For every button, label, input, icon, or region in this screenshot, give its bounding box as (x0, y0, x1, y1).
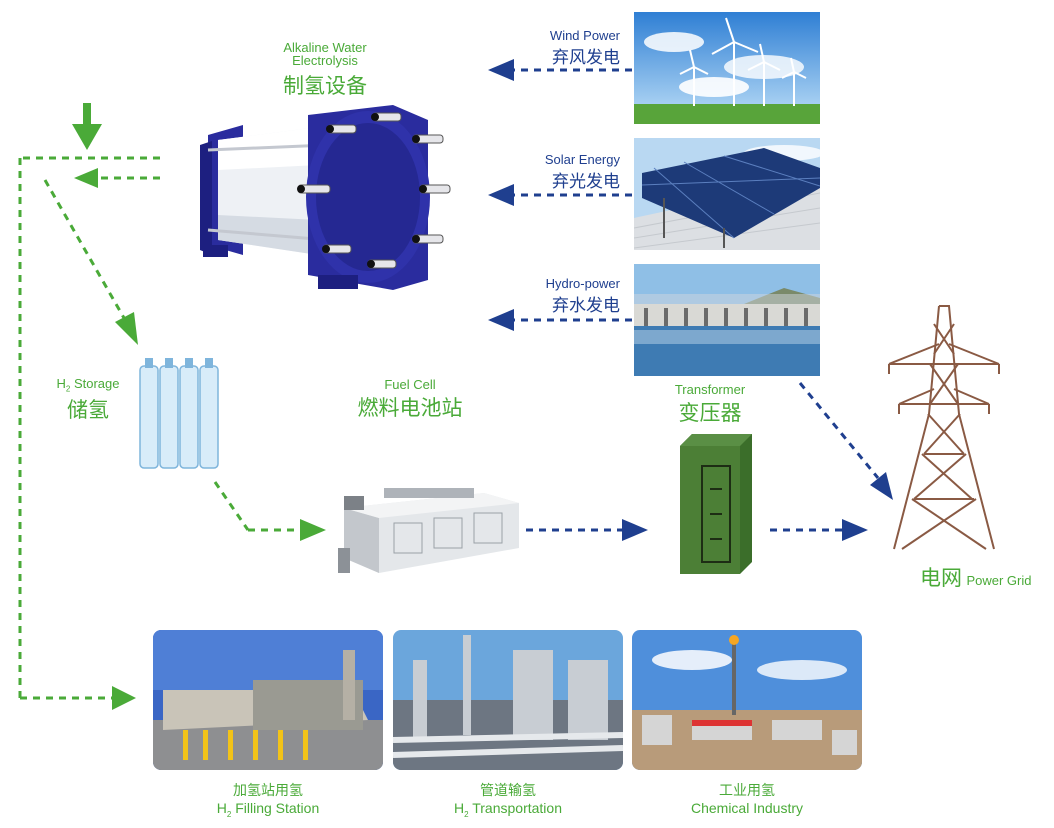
wind-power-photo (634, 12, 820, 124)
pipeline-transport-photo (393, 630, 623, 770)
storage-en: H2 Storage (56, 376, 120, 394)
app-chemical-zh: 工业用氢 (719, 782, 775, 798)
hydro-zh: 弃水发电 (552, 296, 620, 315)
transformer-label: Transformer 变压器 (650, 382, 770, 427)
app-transport-en: H2 Transportation (454, 800, 562, 819)
app-chemical-label: 工业用氢 Chemical Industry (632, 780, 862, 816)
fuel-cell-zh: 燃料电池站 (357, 397, 463, 420)
grid-zh: 电网 (920, 567, 962, 590)
app-filling-en: H2 Filling Station (216, 800, 320, 819)
electrolyzer-image (200, 105, 451, 290)
chemical-industry-photo (632, 630, 862, 770)
grid-en: Power Grid (966, 573, 1032, 588)
electrolysis-en-line2: Electrolysis (292, 53, 358, 68)
grid-label: 电网 Power Grid (920, 562, 1050, 592)
fuel-cell-en: Fuel Cell (384, 377, 436, 392)
hydro-label: Hydro-power 弃水发电 (510, 276, 620, 316)
green-down-arrow (72, 103, 102, 150)
hydro-en: Hydro-power (545, 276, 620, 291)
wind-label: Wind Power 弃风发电 (520, 28, 620, 68)
app-chemical-en: Chemical Industry (690, 800, 804, 816)
solar-label: Solar Energy 弃光发电 (510, 152, 620, 192)
solar-energy-photo (634, 138, 820, 250)
power-tower-image (888, 305, 1000, 550)
solar-zh: 弃光发电 (552, 172, 620, 191)
transformer-en: Transformer (674, 382, 746, 397)
app-transport-zh: 管道输氢 (480, 782, 536, 798)
electrolysis-label: Alkaline Water Electrolysis 制氢设备 (250, 40, 400, 100)
transformer-image (680, 434, 752, 574)
storage-label: H2 Storage 储氢 (40, 376, 136, 424)
app-transport-label: 管道输氢 H2 Transportation (393, 780, 623, 819)
wind-zh: 弃风发电 (552, 48, 620, 67)
app-filling-label: 加氢站用氢 H2 Filling Station (153, 780, 383, 819)
fuel-cell-station-image (338, 488, 519, 573)
hydro-power-photo (634, 264, 820, 376)
app-filling-zh: 加氢站用氢 (233, 782, 303, 798)
fuel-cell-label: Fuel Cell 燃料电池站 (330, 377, 490, 422)
electrolysis-en-line1: Alkaline Water (283, 40, 367, 55)
solar-en: Solar Energy (544, 152, 620, 167)
filling-station-photo (153, 630, 383, 770)
wind-en: Wind Power (549, 28, 620, 43)
electrolysis-zh: 制氢设备 (283, 75, 367, 98)
hydrogen-cylinders (139, 358, 219, 469)
transformer-zh: 变压器 (678, 402, 742, 425)
storage-zh: 储氢 (67, 398, 109, 422)
